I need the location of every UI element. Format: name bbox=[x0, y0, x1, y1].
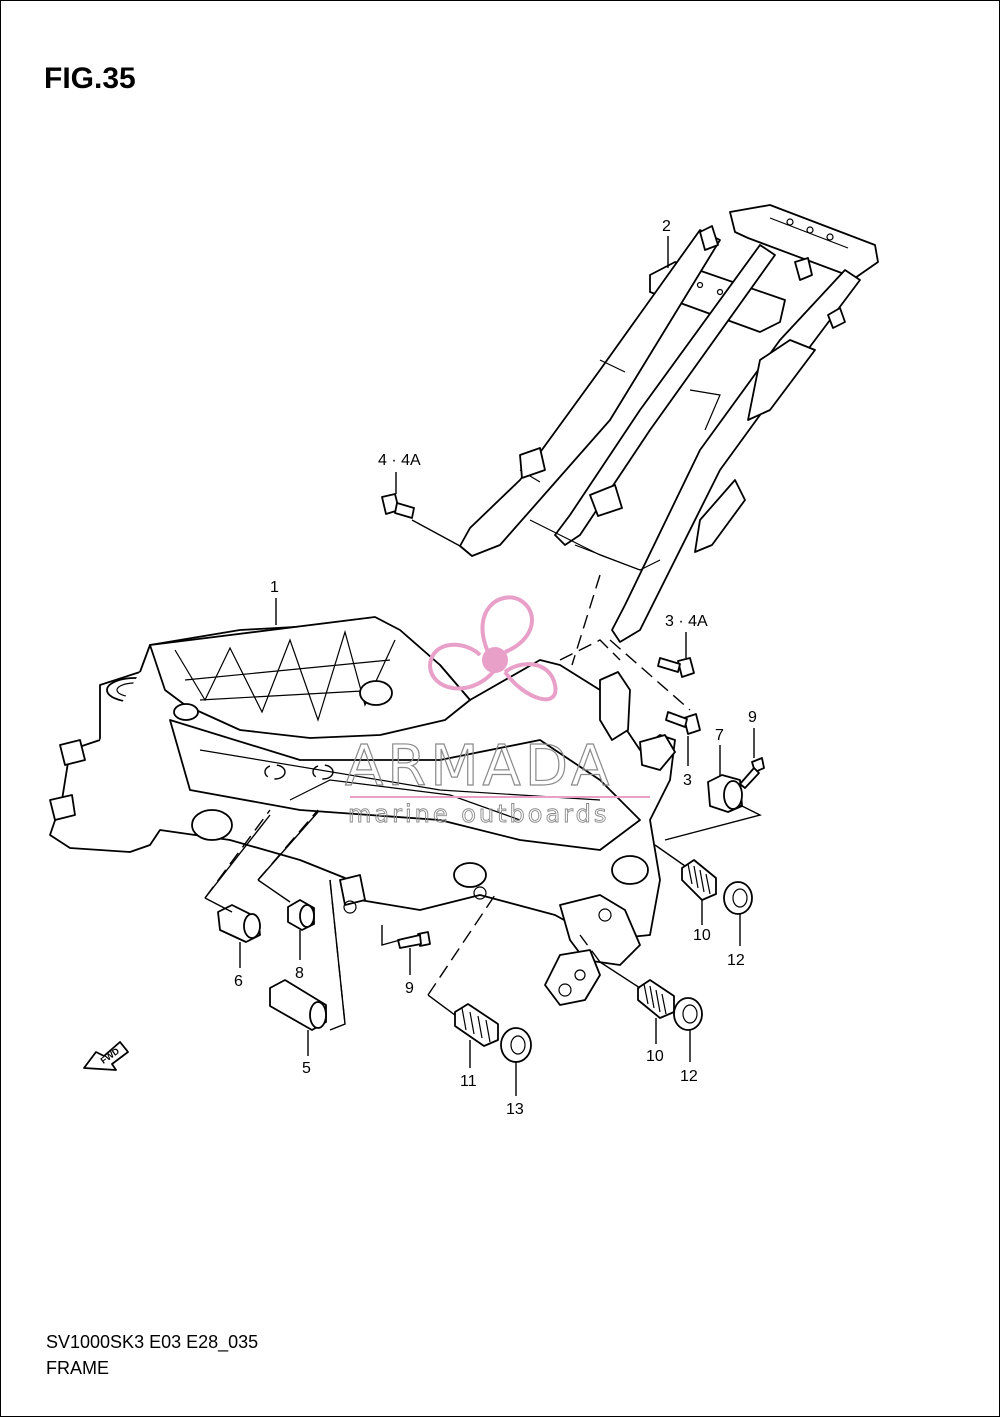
callout-12-upper: 12 bbox=[727, 952, 745, 969]
nut-part-12-lower bbox=[673, 997, 703, 1031]
bolt-9-lower bbox=[397, 931, 431, 949]
watermark: ARMADA marine outboards bbox=[344, 595, 650, 828]
threaded-bushing-11 bbox=[454, 1003, 499, 1047]
nut-part-13 bbox=[500, 1027, 532, 1063]
callout-12-lower: 12 bbox=[680, 1068, 698, 1085]
leader-lines bbox=[204, 236, 762, 1096]
propeller-logo bbox=[427, 595, 558, 702]
nut-part-12-upper bbox=[723, 881, 753, 915]
callout-3: 3 bbox=[683, 772, 692, 789]
collar-part-7 bbox=[707, 774, 743, 813]
spacer-part-6 bbox=[217, 904, 261, 943]
callout-9-right: 9 bbox=[748, 709, 757, 726]
main-frame-part-1 bbox=[49, 616, 676, 1006]
spacer-part-5 bbox=[269, 979, 327, 1031]
callout-1: 1 bbox=[270, 579, 279, 596]
callout-labels: 2 4 · 4A 1 3 · 4A 9 7 3 10 12 6 8 9 10 5… bbox=[234, 218, 757, 1118]
callout-8: 8 bbox=[295, 965, 304, 982]
threaded-bushing-10-upper bbox=[681, 859, 717, 901]
bolt-3 bbox=[665, 711, 701, 735]
callout-11: 11 bbox=[460, 1073, 477, 1090]
figure-name: FRAME bbox=[46, 1358, 109, 1378]
callout-13: 13 bbox=[506, 1101, 524, 1118]
callout-4-4a: 4 · 4A bbox=[378, 452, 421, 469]
callout-9-lower: 9 bbox=[405, 980, 414, 997]
callout-7: 7 bbox=[715, 727, 724, 744]
spacer-part-8 bbox=[287, 899, 315, 931]
bolt-9-right bbox=[739, 757, 765, 789]
model-code: SV1000SK3 E03 E28_035 bbox=[46, 1332, 259, 1352]
watermark-tagline: marine outboards bbox=[348, 800, 609, 828]
watermark-brand: ARMADA bbox=[345, 734, 613, 799]
callout-10-lower: 10 bbox=[646, 1048, 664, 1065]
bolt-3-4a bbox=[657, 657, 695, 678]
forward-direction-badge: FWD bbox=[83, 1041, 129, 1071]
figure-title: FIG.35 bbox=[44, 62, 136, 95]
seat-rail-part-2 bbox=[459, 204, 879, 643]
bolt-4-4a bbox=[381, 493, 415, 519]
callout-3-4a: 3 · 4A bbox=[665, 613, 708, 630]
threaded-bushing-10-lower bbox=[637, 979, 675, 1019]
callout-2: 2 bbox=[662, 218, 671, 235]
callout-6: 6 bbox=[234, 973, 243, 990]
callout-10-upper: 10 bbox=[693, 927, 711, 944]
callout-5: 5 bbox=[302, 1060, 311, 1077]
